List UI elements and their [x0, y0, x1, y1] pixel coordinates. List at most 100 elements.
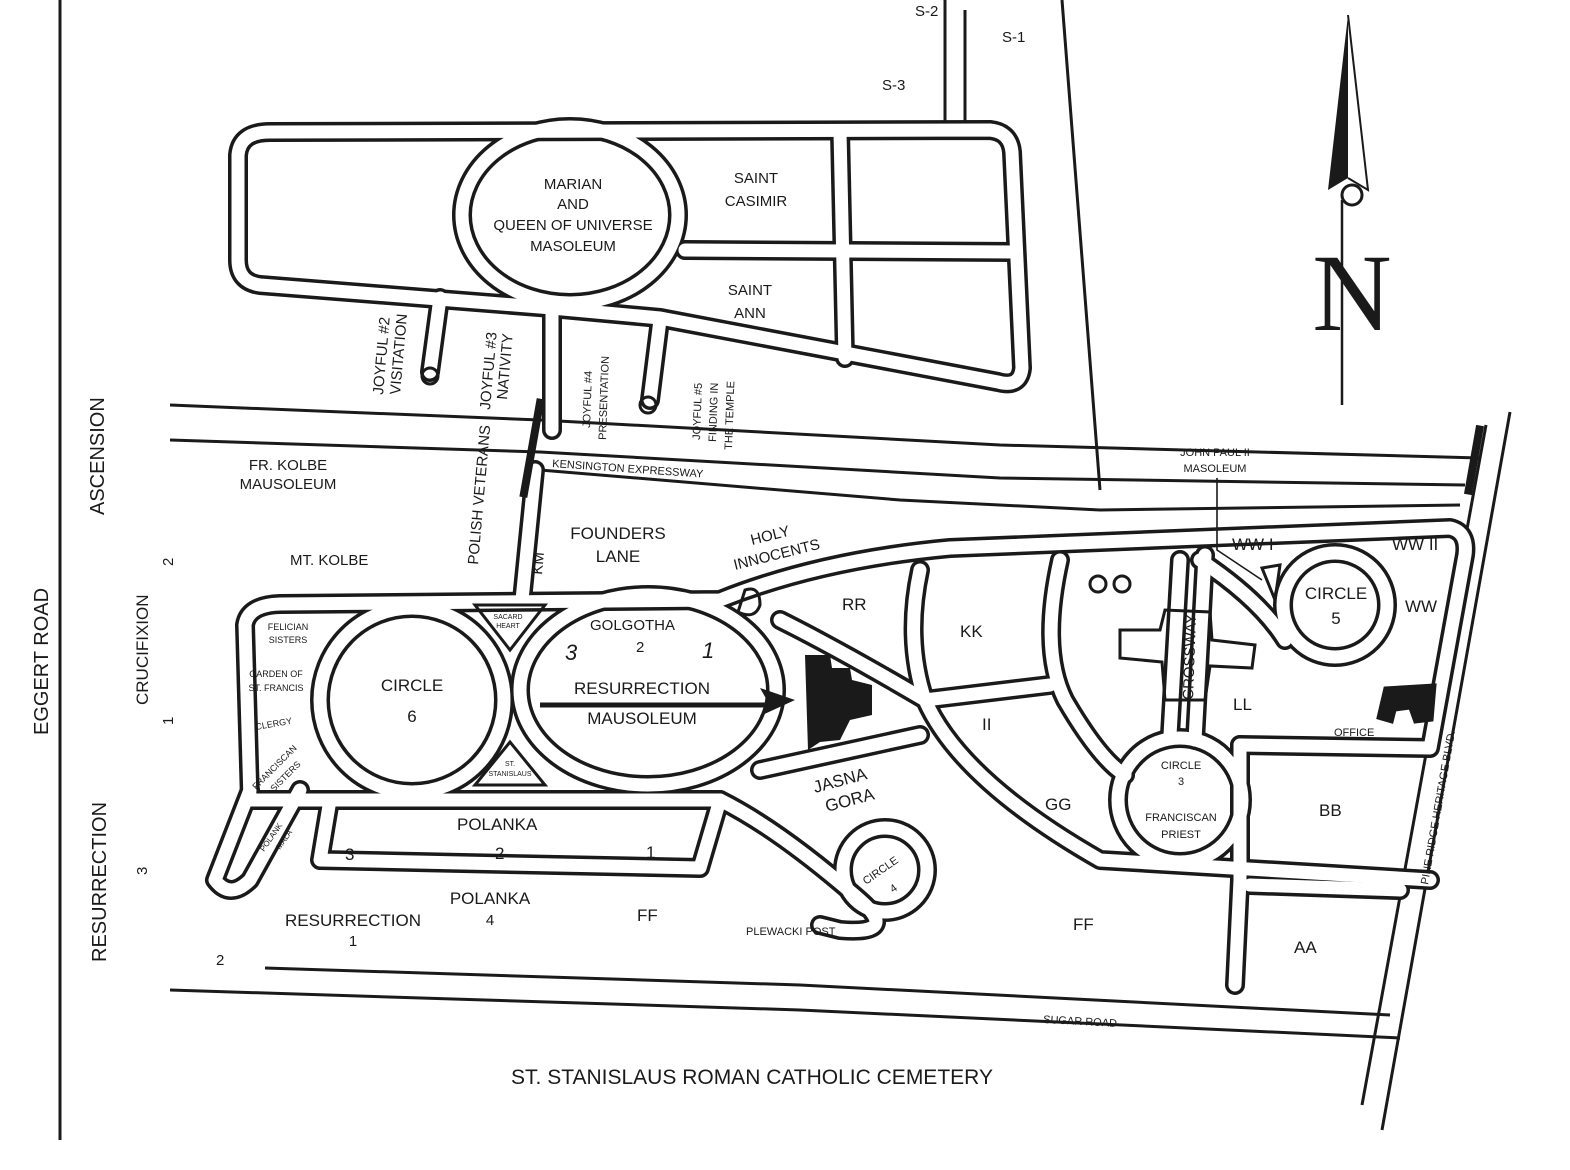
ascension-label: ASCENSION — [87, 397, 109, 515]
svg-text:FR. KOLBE: FR. KOLBE — [249, 457, 327, 474]
polanka-4-label: POLANKA 4 — [450, 889, 531, 929]
svg-text:CIRCLE: CIRCLE — [861, 854, 901, 887]
pine-ridge-line-outer — [1380, 411, 1512, 1131]
svg-text:QUEEN OF UNIVERSE: QUEEN OF UNIVERSE — [493, 217, 652, 234]
svg-text:MASOLEUM: MASOLEUM — [1184, 463, 1247, 475]
golgotha-label: GOLGOTHA 2 3 1 — [565, 617, 714, 665]
svg-text:HEART: HEART — [496, 623, 520, 630]
svg-text:2: 2 — [636, 639, 644, 656]
svg-text:SISTERS: SISTERS — [269, 635, 308, 645]
svg-text:FINDING IN: FINDING IN — [707, 382, 721, 442]
svg-text:STANISLAUS: STANISLAUS — [488, 771, 531, 778]
john-paul-pointer — [1216, 478, 1263, 581]
crossway-label: CROSSWAY — [1180, 614, 1200, 700]
st-stanislaus-label: ST. STANISLAUS — [488, 761, 531, 778]
svg-text:6: 6 — [407, 707, 416, 726]
john-paul-mausoleum-shape — [1259, 563, 1282, 606]
svg-text:CIRCLE: CIRCLE — [1305, 584, 1367, 603]
holy-innocents-shape — [736, 587, 762, 617]
sacred-heart-triangle — [471, 603, 549, 653]
svg-text:RESURRECTION: RESURRECTION — [285, 911, 421, 930]
bb-label: BB — [1319, 801, 1342, 820]
ww1-label: WW I — [1232, 535, 1274, 554]
ll-label: LL — [1233, 695, 1252, 714]
frontage-line — [539, 468, 1461, 512]
svg-text:JOYFUL #3: JOYFUL #3 — [477, 331, 501, 410]
sacred-heart-label: SACARD HEART — [493, 614, 522, 630]
ff-east-label: FF — [1073, 915, 1094, 934]
saint-ann-label: SAINT ANN — [728, 282, 772, 322]
svg-text:MAUSOLEUM: MAUSOLEUM — [587, 709, 697, 728]
resurrection-1-label: RESURRECTION 1 — [285, 911, 421, 950]
svg-text:JOHN PAUL II: JOHN PAUL II — [1180, 447, 1250, 459]
svg-text:CIRCLE: CIRCLE — [381, 676, 443, 695]
svg-text:ST.: ST. — [505, 761, 515, 768]
svg-text:SACARD: SACARD — [493, 614, 522, 621]
svg-text:AND: AND — [557, 196, 589, 213]
expressway-north-line — [169, 403, 1481, 460]
svg-text:2: 2 — [495, 844, 504, 863]
crossway-cross — [1118, 608, 1257, 702]
svg-text:SAINT: SAINT — [728, 282, 772, 299]
john-paul-label: JOHN PAUL II MASOLEUM — [1180, 447, 1250, 475]
svg-text:MARIAN: MARIAN — [544, 176, 602, 193]
kk-label: KK — [960, 622, 983, 641]
property-line — [1060, 0, 1102, 491]
office-building-icon — [1376, 683, 1437, 724]
arrow-head-icon — [760, 688, 795, 716]
founders-lane-label: FOUNDERS LANE — [570, 524, 665, 566]
ii-label: II — [982, 715, 991, 734]
s2-label: S-2 — [915, 3, 938, 20]
svg-text:CIRCLE: CIRCLE — [1161, 760, 1201, 772]
plewacki-post-label: PLEWACKI POST — [746, 926, 836, 938]
svg-text:4: 4 — [486, 912, 494, 929]
svg-text:1: 1 — [349, 933, 357, 950]
svg-text:POLANKA: POLANKA — [457, 815, 538, 834]
svg-text:CASIMIR: CASIMIR — [725, 193, 788, 210]
office-label: OFFICE — [1334, 727, 1374, 739]
polanka-label: POLANKA 3 2 1 — [345, 815, 655, 864]
svg-text:LANE: LANE — [596, 547, 640, 566]
crucifixion-label: CRUCIFIXION — [133, 595, 152, 706]
ff-west-label: FF — [637, 906, 658, 925]
joyful-5-label: JOYFUL #5 FINDING IN THE TEMPLE — [691, 381, 737, 450]
road-fill — [208, 120, 1472, 992]
svg-text:4: 4 — [888, 882, 900, 895]
feature-circle — [1088, 574, 1108, 594]
joyful-5-circle — [638, 395, 658, 415]
saint-casimir-label: SAINT CASIMIR — [725, 170, 788, 210]
s1-label: S-1 — [1002, 29, 1025, 46]
marian-label: MARIAN AND QUEEN OF UNIVERSE MASOLEUM — [493, 176, 652, 255]
crucifixion-2: 2 — [160, 558, 177, 566]
resurrection-left-3: 3 — [134, 867, 151, 875]
svg-text:ANN: ANN — [734, 305, 766, 322]
north-label: N — [1312, 232, 1391, 354]
svg-text:3: 3 — [345, 845, 354, 864]
eggert-road-label: EGGERT ROAD — [31, 588, 53, 735]
svg-text:5: 5 — [1331, 609, 1340, 628]
jasna-gora-label: JASNA GORA — [811, 764, 877, 816]
svg-text:PRESENTATION: PRESENTATION — [597, 356, 612, 440]
kolbe-mausoleum-label: FR. KOLBE MAUSOLEUM — [240, 457, 337, 493]
svg-text:NATIVITY: NATIVITY — [494, 333, 517, 401]
sugar-road-label: SUGAR ROAD — [1043, 1014, 1118, 1030]
svg-text:THE TEMPLE: THE TEMPLE — [723, 381, 737, 450]
svg-text:FELICIAN: FELICIAN — [268, 622, 309, 632]
svg-text:3: 3 — [565, 640, 578, 665]
resurrection-mausoleum-label: RESURRECTION MAUSOLEUM — [574, 679, 710, 728]
feature-circle — [1112, 574, 1132, 594]
svg-text:MAUSOLEUM: MAUSOLEUM — [240, 476, 337, 493]
garden-st-francis-label: GARDEN OF ST. FRANCIS — [248, 669, 303, 693]
ww-label: WW — [1405, 597, 1437, 616]
circle-3-label: CIRCLE 3 FRANCISCAN PRIEST — [1145, 760, 1217, 841]
svg-text:RESURRECTION: RESURRECTION — [574, 679, 710, 698]
resurrection-left-label: RESURRECTION — [89, 802, 111, 962]
circle-6-label: CIRCLE 6 — [381, 676, 443, 726]
overpass-marker-east — [1463, 424, 1485, 496]
north-arrow-icon: N — [1312, 14, 1392, 405]
clergy-label: CLERGY — [255, 716, 293, 732]
road-network — [205, 117, 1476, 995]
mt-kolbe-label: MT. KOLBE — [290, 552, 368, 569]
polish-veterans-label: POLISH VETERANS — [465, 424, 494, 565]
svg-text:3: 3 — [1178, 776, 1184, 788]
